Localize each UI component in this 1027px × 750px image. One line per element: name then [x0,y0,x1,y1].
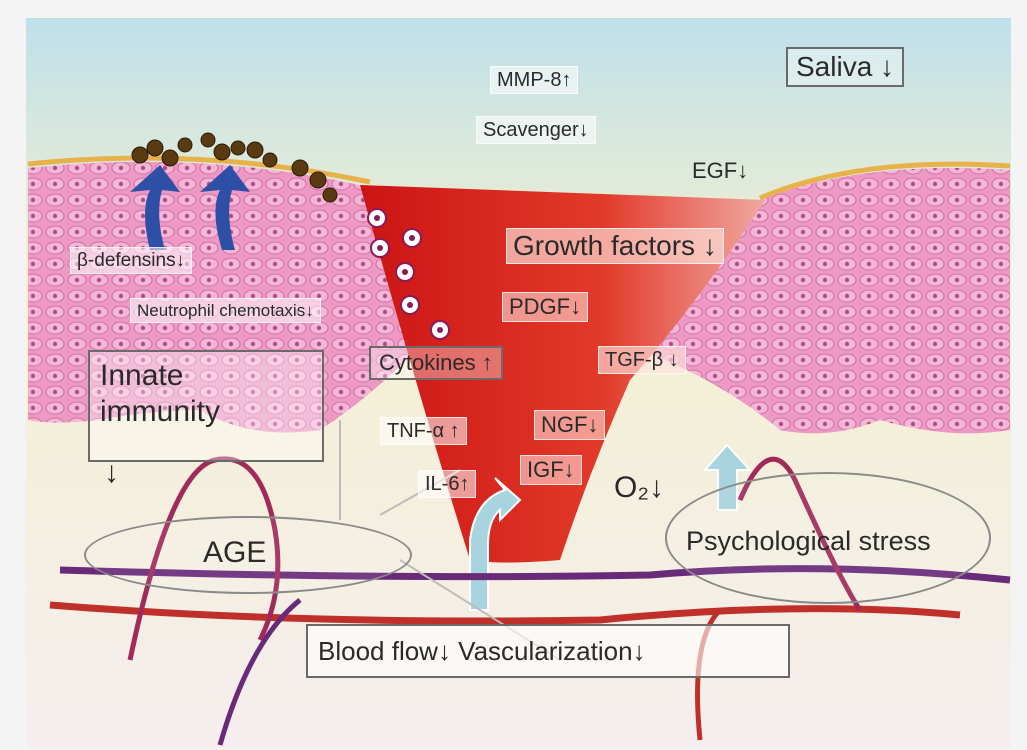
scavenger-label: Scavenger↓ [476,116,596,144]
innate-immunity-box: Innate immunity [88,350,324,462]
age-label: AGE [203,538,266,568]
ngf-label: NGF↓ [534,410,605,440]
pdgf-label: PDGF↓ [502,292,588,322]
mmp8-label: MMP-8↑ [490,66,578,94]
blood-flow-label: Blood flow↓ Vascularization↓ [306,624,790,678]
innate-immunity-arrow: ↓ [104,458,119,488]
innate-immunity-line2: immunity [100,394,312,430]
innate-immunity-line1: Innate [100,358,312,394]
saliva-label: Saliva ↓ [786,47,904,87]
egf-label: EGF↓ [692,160,748,182]
tgf-beta-label: TGF-β ↓ [598,346,686,374]
il6-label: IL-6↑ [418,470,476,498]
tnf-alpha-label: TNF-α ↑ [380,417,467,445]
o2-label: O₂↓ [614,473,664,503]
psychological-stress-label: Psychological stress [686,528,931,555]
neutrophil-chemotaxis-label: Neutrophil chemotaxis↓ [130,298,321,323]
cytokines-label: Cytokines ↑ [369,346,503,380]
igf-label: IGF↓ [520,455,582,485]
growth-factors-label: Growth factors ↓ [506,228,724,264]
beta-defensins-label: β-defensins↓ [70,247,192,274]
